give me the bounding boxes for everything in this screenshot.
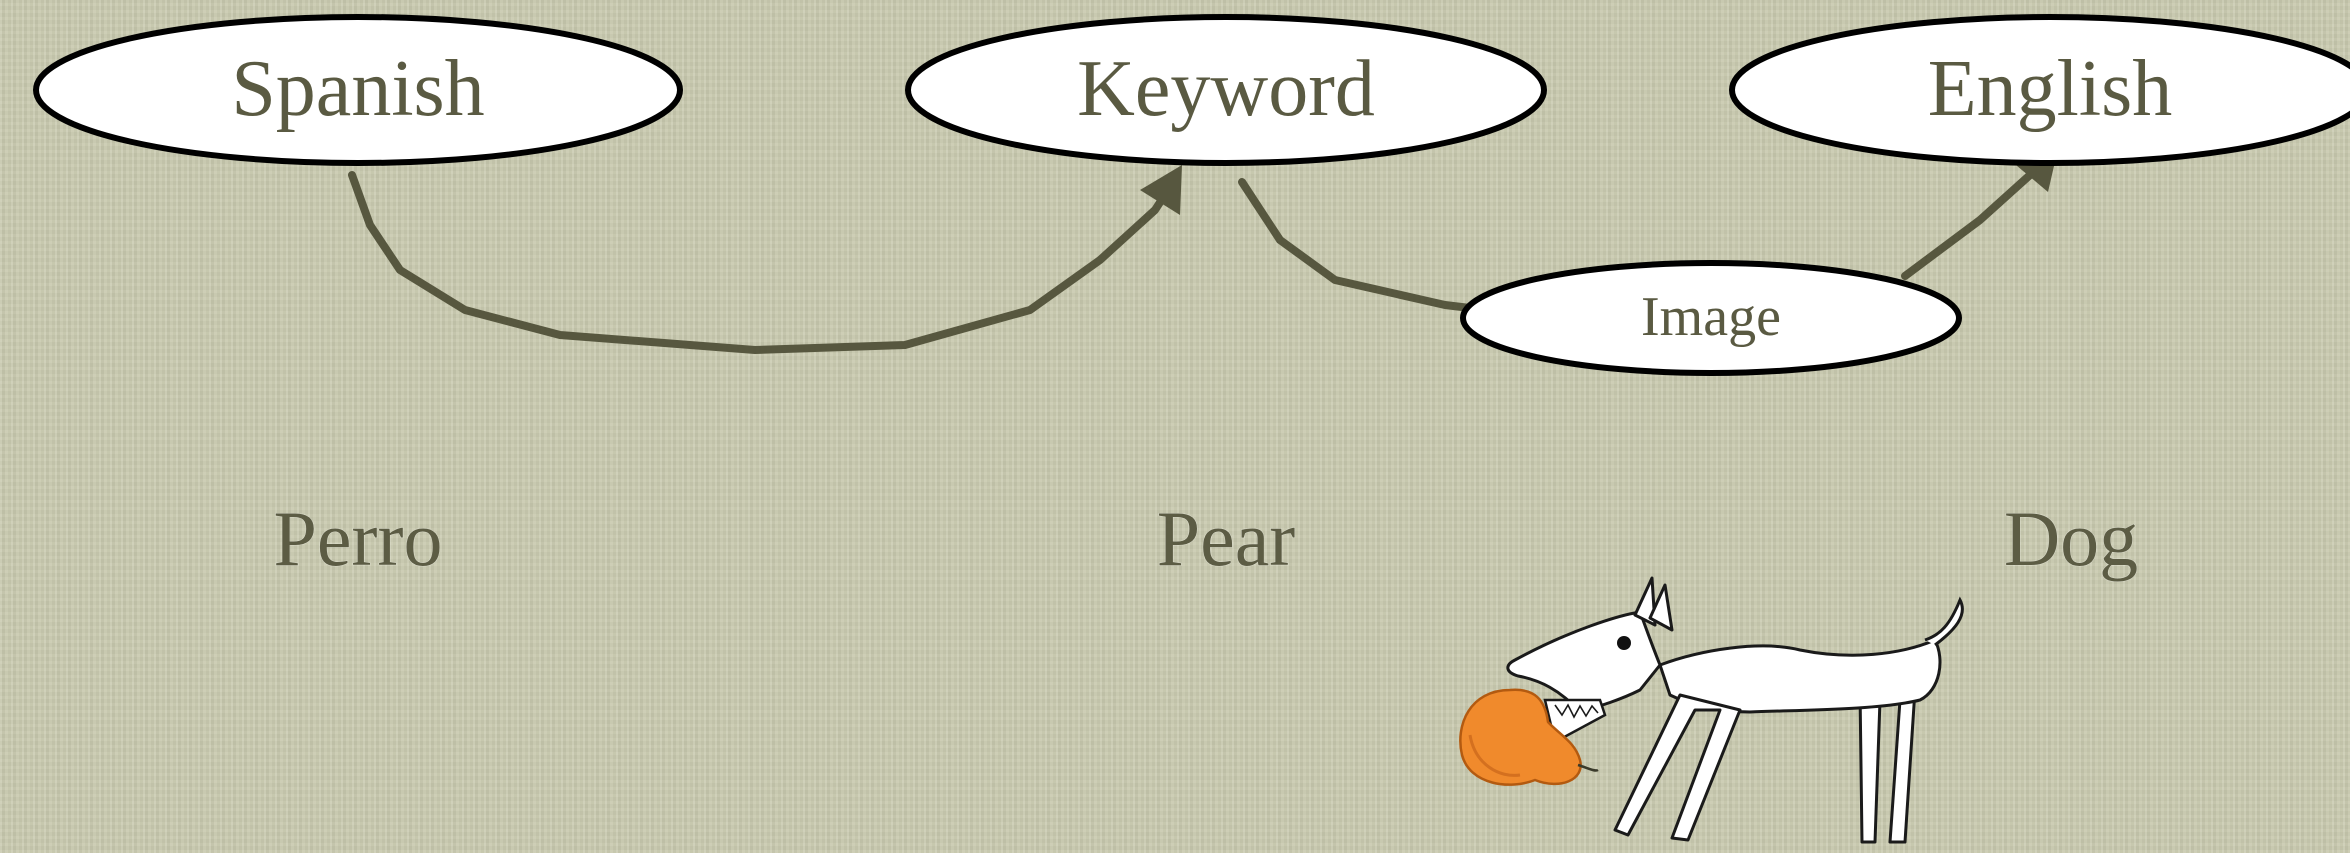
dog-front-leg [1615, 695, 1740, 840]
word-dog: Dog [2004, 495, 2138, 582]
node-image: Image [1463, 263, 1959, 373]
node-english: English [1732, 17, 2350, 163]
dog-eye [1617, 636, 1631, 650]
edge-keyword-to-image [1242, 182, 1470, 308]
edge-image-to-english [1905, 175, 2030, 276]
dog-tail [1925, 600, 1962, 645]
node-image-label: Image [1641, 286, 1781, 348]
node-spanish-label: Spanish [231, 45, 484, 133]
node-keyword-label: Keyword [1077, 45, 1375, 133]
dog-pear-illustration [1460, 578, 1962, 842]
word-perro: Perro [274, 495, 443, 582]
edge-spanish-to-keyword [352, 175, 1168, 350]
node-english-label: English [1928, 45, 2172, 133]
word-pear: Pear [1157, 495, 1296, 582]
dog-back-leg [1860, 690, 1915, 842]
node-keyword: Keyword [908, 17, 1544, 163]
node-spanish: Spanish [36, 17, 680, 163]
